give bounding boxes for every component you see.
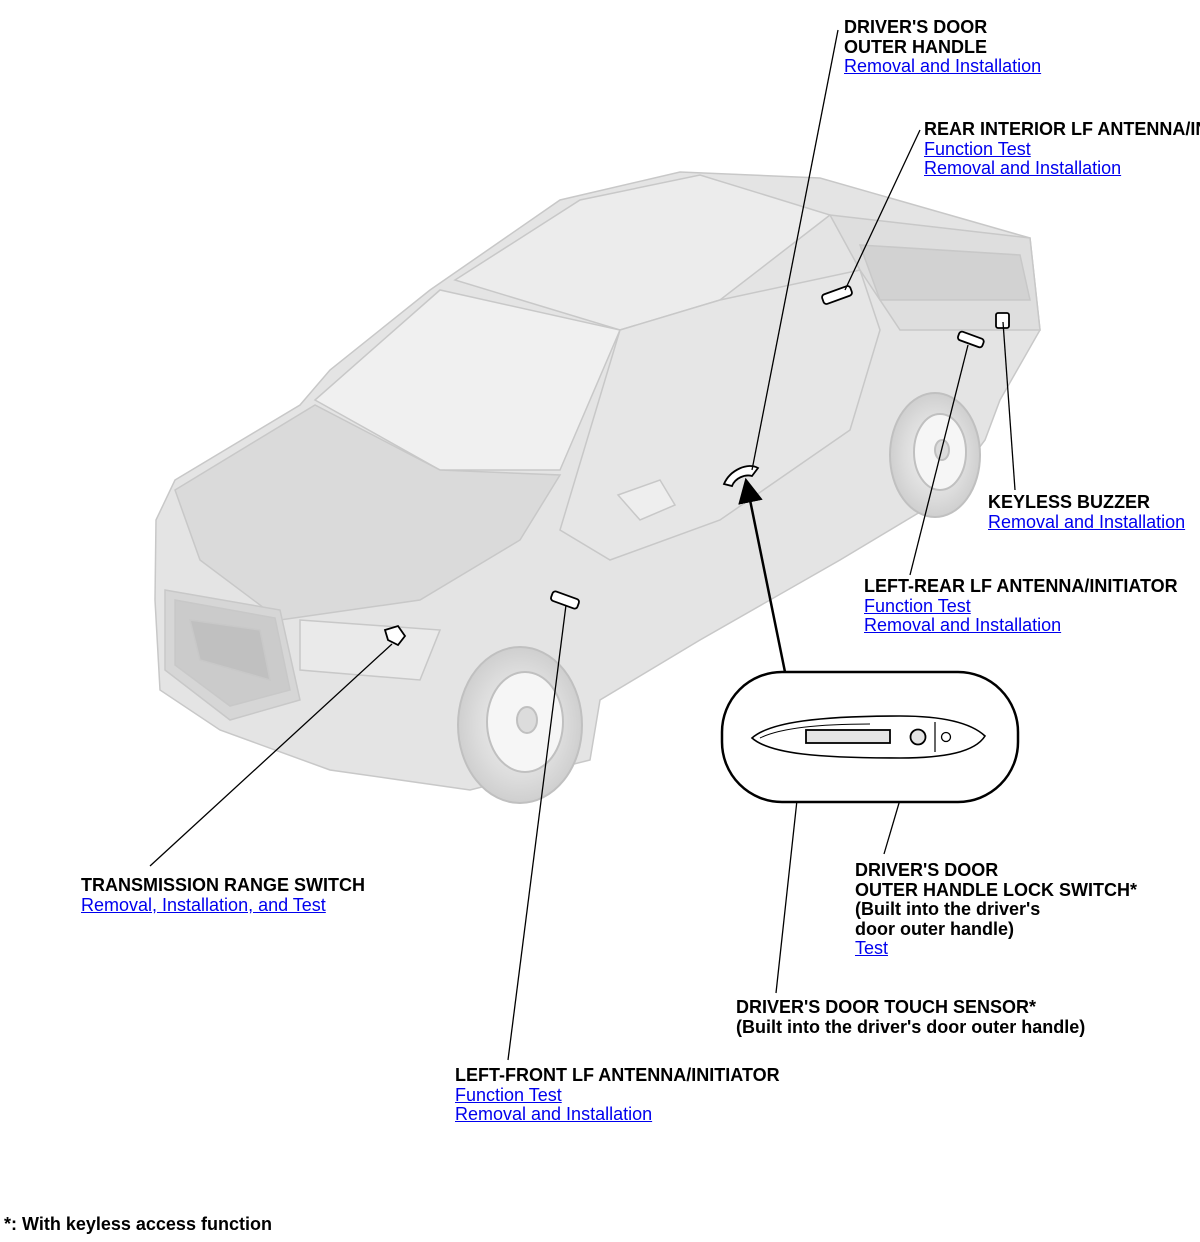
- footnote: *: With keyless access function: [4, 1214, 272, 1234]
- front-wheel: [457, 646, 583, 804]
- callout-door-handle-lock-switch: DRIVER'S DOOR OUTER HANDLE LOCK SWITCH* …: [855, 860, 1137, 959]
- callout-title: DRIVER'S DOOR: [844, 17, 988, 37]
- callout-drivers-door-outer-handle: DRIVER'S DOOR OUTER HANDLE Removal and I…: [844, 17, 1042, 77]
- test-link[interactable]: Test: [855, 938, 889, 958]
- keyless-buzzer-marker: [995, 312, 1010, 329]
- left-rear-antenna-marker: [957, 330, 985, 349]
- callout-title: DRIVER'S DOOR: [855, 860, 999, 880]
- hood: [174, 404, 562, 621]
- removal-installation-test-link[interactable]: Removal, Installation, and Test: [81, 894, 326, 915]
- callout-transmission-range-switch: TRANSMISSION RANGE SWITCH Removal, Insta…: [81, 875, 366, 915]
- headlight: [299, 619, 442, 681]
- handle-detail-inset: [720, 670, 1020, 804]
- callout-rear-interior-lf-antenna: REAR INTERIOR LF ANTENNA/INITIATOR Funct…: [924, 119, 1200, 179]
- removal-installation-link[interactable]: Removal and Installation: [455, 1104, 653, 1124]
- rear-interior-antenna-marker: [821, 285, 853, 305]
- function-test-link[interactable]: Function Test: [455, 1084, 562, 1105]
- callout-title: LEFT-FRONT LF ANTENNA/INITIATOR: [455, 1065, 780, 1085]
- side-mirror: [616, 479, 677, 521]
- lock-switch-button: [909, 728, 927, 746]
- removal-installation-link[interactable]: Removal and Installation: [924, 158, 1122, 178]
- callout-note: door outer handle): [855, 918, 1014, 939]
- left-front-antenna-marker: [550, 590, 580, 610]
- callout-note: (Built into the driver's door outer hand…: [736, 1016, 1086, 1037]
- callout-title: OUTER HANDLE LOCK SWITCH*: [855, 879, 1137, 900]
- callout-title: KEYLESS BUZZER: [988, 492, 1151, 512]
- pickup-truck: [154, 171, 1041, 791]
- door-handle-marker: [722, 465, 760, 488]
- function-test-link[interactable]: Function Test: [924, 138, 1031, 159]
- callout-title: TRANSMISSION RANGE SWITCH: [81, 875, 366, 895]
- removal-installation-link[interactable]: Removal and Installation: [844, 56, 1042, 76]
- function-test-link[interactable]: Function Test: [864, 595, 971, 616]
- removal-installation-link[interactable]: Removal and Installation: [864, 615, 1062, 635]
- inset-arrow: [738, 477, 787, 673]
- removal-installation-link[interactable]: Removal and Installation: [988, 511, 1186, 532]
- rear-wheel: [889, 392, 981, 518]
- callout-keyless-buzzer: KEYLESS BUZZER Removal and Installation: [988, 492, 1186, 532]
- callout-title: DRIVER'S DOOR TOUCH SENSOR*: [736, 997, 1036, 1017]
- touch-sensor-area: [805, 729, 891, 744]
- callout-title: OUTER HANDLE: [844, 36, 987, 57]
- callout-title: LEFT-REAR LF ANTENNA/INITIATOR: [864, 576, 1178, 596]
- callout-left-rear-lf-antenna: LEFT-REAR LF ANTENNA/INITIATOR Function …: [864, 576, 1178, 636]
- callout-door-touch-sensor: DRIVER'S DOOR TOUCH SENSOR* (Built into …: [736, 997, 1086, 1037]
- callout-left-front-lf-antenna: LEFT-FRONT LF ANTENNA/INITIATOR Function…: [455, 1065, 780, 1125]
- callout-note: (Built into the driver's: [855, 899, 1041, 919]
- callout-title: REAR INTERIOR LF ANTENNA/INITIATOR: [924, 119, 1200, 139]
- transmission-switch-marker: [383, 624, 407, 647]
